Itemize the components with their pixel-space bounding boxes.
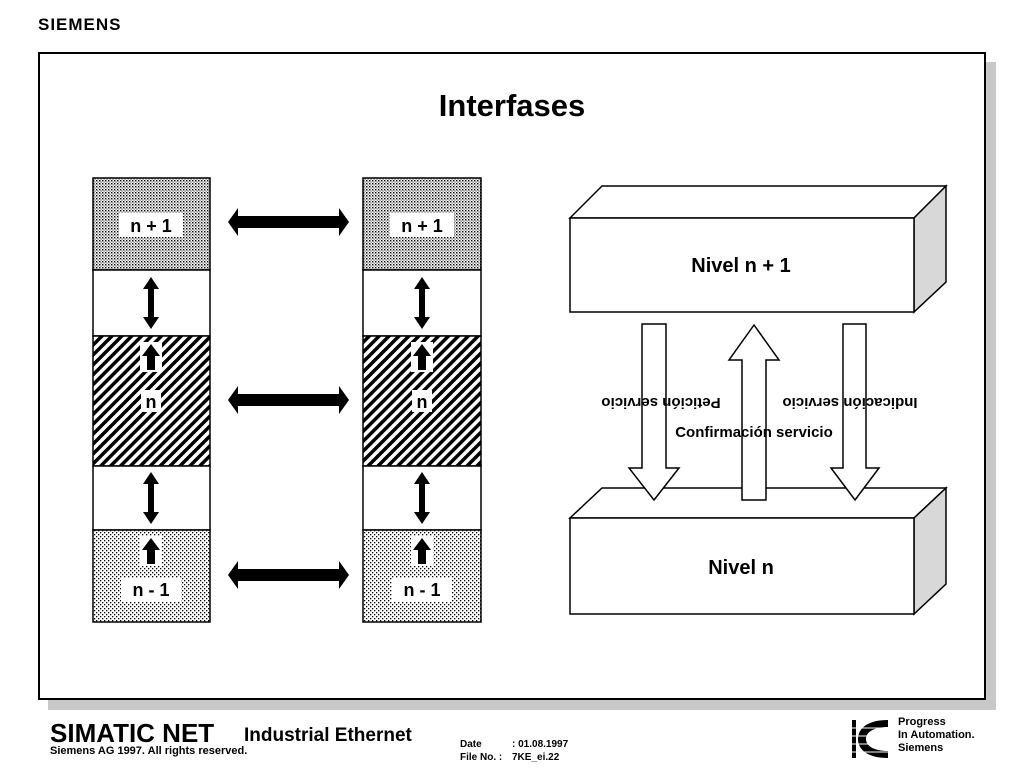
- file-value: 7KE_ei.22: [512, 752, 560, 763]
- date-value: : 01.08.1997: [512, 739, 569, 750]
- right-up-arrow-middle: [411, 342, 433, 372]
- confirmation-label: Confirmación servicio: [675, 424, 833, 441]
- slogan-line-2: In Automation.: [898, 729, 975, 741]
- date-row: Date : 01.08.1997: [460, 738, 568, 751]
- siemens-c-logo-icon: [852, 716, 892, 762]
- left-vertical-arrow-upper: [143, 277, 159, 329]
- right-label-top: n + 1: [401, 216, 443, 236]
- slogan-line-3: Siemens: [898, 742, 944, 754]
- lower-level-label: Nivel n: [708, 557, 774, 579]
- right-stack: n + 1 n n - 1: [362, 177, 482, 623]
- right-vertical-arrow-upper: [414, 277, 430, 329]
- left-stack: n + 1 n n - 1: [92, 177, 211, 623]
- footer-meta: Date : 01.08.1997 File No. : 7KE_ei.22: [460, 738, 568, 764]
- indication-label: Indicación servicio: [782, 394, 917, 411]
- lower-level-block: Nivel n: [568, 486, 948, 616]
- service-arrows: [627, 323, 881, 502]
- confirmation-up-arrow: [727, 323, 781, 501]
- left-up-arrow-middle: [140, 342, 162, 372]
- slogan-line-1: Progress: [898, 716, 946, 728]
- date-label: Date: [460, 739, 482, 750]
- left-label-bottom: n - 1: [132, 580, 169, 600]
- right-label-middle: n: [417, 392, 428, 412]
- request-down-arrow: [627, 323, 681, 502]
- right-label-bottom: n - 1: [403, 580, 440, 600]
- peer-arrow-middle: [228, 386, 349, 414]
- peer-arrow-bottom: [228, 561, 349, 589]
- indication-down-arrow: [829, 323, 881, 502]
- left-up-arrow-bottom: [140, 536, 162, 566]
- file-row: File No. : 7KE_ei.22: [460, 751, 568, 764]
- right-vertical-arrow-lower: [414, 472, 430, 524]
- footer-subtitle: Industrial Ethernet: [244, 725, 412, 746]
- file-label: File No. :: [460, 752, 503, 763]
- request-label: Petición servicio: [601, 394, 720, 411]
- left-label-top: n + 1: [130, 216, 172, 236]
- upper-level-block: Nivel n + 1: [568, 184, 948, 314]
- footer-copyright: Siemens AG 1997. All rights reserved.: [50, 745, 248, 757]
- left-label-middle: n: [146, 392, 157, 412]
- slide-title: Interfases: [438, 88, 586, 123]
- peer-arrow-top: [228, 208, 349, 236]
- footer-product: SIMATIC NET: [50, 718, 215, 748]
- siemens-brand: SIEMENS: [38, 15, 122, 34]
- left-vertical-arrow-lower: [143, 472, 159, 524]
- right-up-arrow-bottom: [411, 536, 433, 566]
- footer-slogan: Progress In Automation. Siemens: [898, 716, 975, 755]
- peer-arrows: [228, 208, 349, 589]
- upper-level-label: Nivel n + 1: [691, 255, 791, 277]
